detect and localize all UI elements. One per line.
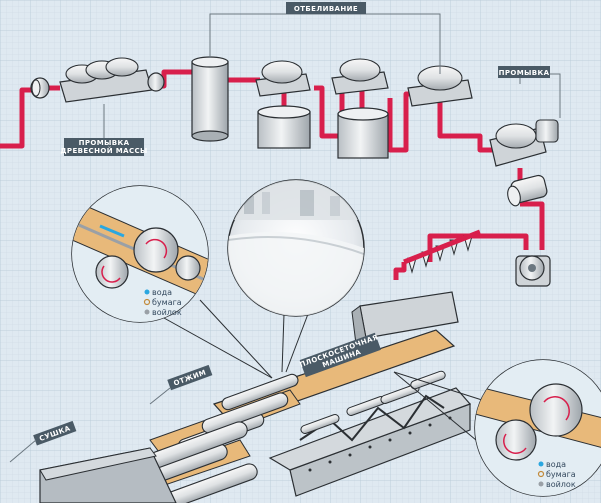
refiner-cylinder <box>507 174 548 207</box>
press-leader <box>149 387 171 405</box>
fourdrinier-machine <box>212 291 472 497</box>
legend-left-paper: бумага <box>152 298 182 307</box>
legend-right-paper: бумага <box>546 470 576 479</box>
legend-right: вода бумага войлок <box>537 460 576 489</box>
label-pulp-washing-line1: ПРОМЫВКА <box>79 139 130 147</box>
storage-tank <box>191 56 229 142</box>
label-bleaching: ОТБЕЛИВАНИЕ <box>209 2 441 74</box>
bleaching-unit-2 <box>331 58 389 159</box>
drying-section <box>39 421 258 503</box>
callout-left: вода бумага войлок <box>71 185 273 379</box>
washing-unit: ПРОМЫВКА <box>489 66 561 167</box>
label-pulp-washing-line2: ДРЕВЕСНОЙ МАССЫ <box>60 146 147 155</box>
bleaching-unit-3 <box>407 65 473 107</box>
headbox-manifold <box>403 229 481 265</box>
label-bleaching-text: ОТБЕЛИВАНИЕ <box>294 5 358 13</box>
callout-right: вода бумага войлок <box>393 359 601 497</box>
pulp-washer <box>59 57 165 103</box>
drying-leader <box>9 439 37 463</box>
bleaching-unit-1 <box>255 60 311 149</box>
fan-pump <box>515 255 551 287</box>
legend-left: вода бумага войлок <box>143 288 182 317</box>
pump-left <box>30 77 50 99</box>
legend-right-felt: войлок <box>546 480 576 489</box>
legend-left-water: вода <box>152 288 172 297</box>
legend-left-felt: войлок <box>152 308 182 317</box>
legend-right-water: вода <box>546 460 566 469</box>
label-washing-text: ПРОМЫВКА <box>499 69 550 77</box>
callout-photo <box>227 179 365 373</box>
label-pulp-washing: ПРОМЫВКА ДРЕВЕСНОЙ МАССЫ <box>60 104 147 156</box>
